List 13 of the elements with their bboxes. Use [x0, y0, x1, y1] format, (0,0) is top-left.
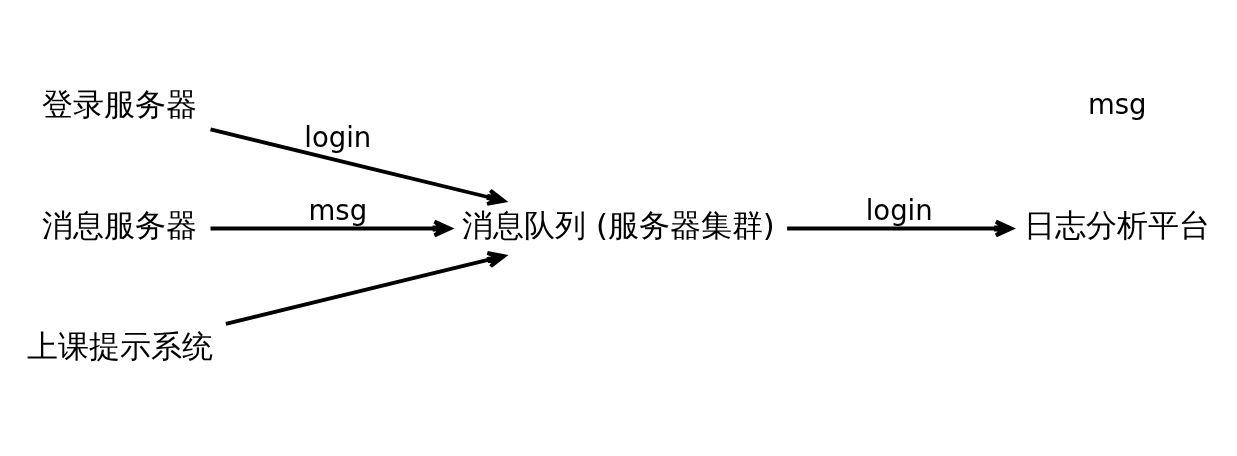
- node-text: 日志分析平台: [1024, 207, 1211, 243]
- arrow: [225, 250, 506, 326]
- label: msg: [1087, 87, 1147, 120]
- arrow: [210, 219, 452, 237]
- node-text: 消息队列 (服务器集群): [462, 207, 775, 243]
- arrow: [787, 219, 1014, 237]
- edge-label: login: [865, 193, 933, 226]
- node-text: 消息服务器: [42, 207, 198, 243]
- node-text: 上课提示系统: [26, 328, 213, 364]
- edge-label: login: [304, 120, 372, 153]
- arrow: [210, 127, 506, 206]
- node-text: 登录服务器: [42, 86, 198, 122]
- edge-label: msg: [308, 193, 368, 226]
